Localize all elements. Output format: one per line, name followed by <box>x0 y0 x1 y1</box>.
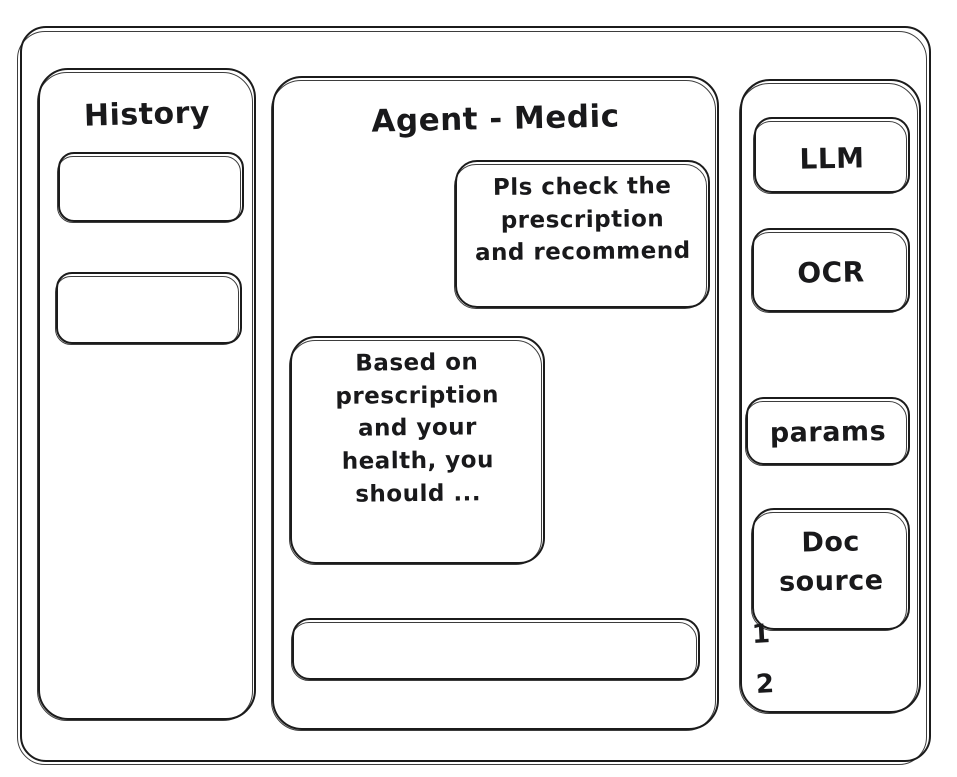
agent-message-text: Based on prescription and your health, y… <box>335 349 500 508</box>
history-panel-title: History <box>83 95 211 134</box>
doc-source-list-item[interactable]: 2 <box>755 669 776 701</box>
tool-button-doc-source-label: Doc source <box>778 526 884 599</box>
tool-button-llm-label: LLM <box>799 141 865 176</box>
history-item[interactable] <box>57 152 244 223</box>
tool-button-ocr-label: OCR <box>796 255 865 290</box>
user-message-text: Pls check the prescription and recommend <box>474 173 691 267</box>
doc-source-list-item[interactable]: 1 <box>751 619 772 651</box>
history-item[interactable] <box>55 272 242 345</box>
tool-button-params-label: params <box>769 415 887 450</box>
message-input[interactable] <box>291 618 700 681</box>
